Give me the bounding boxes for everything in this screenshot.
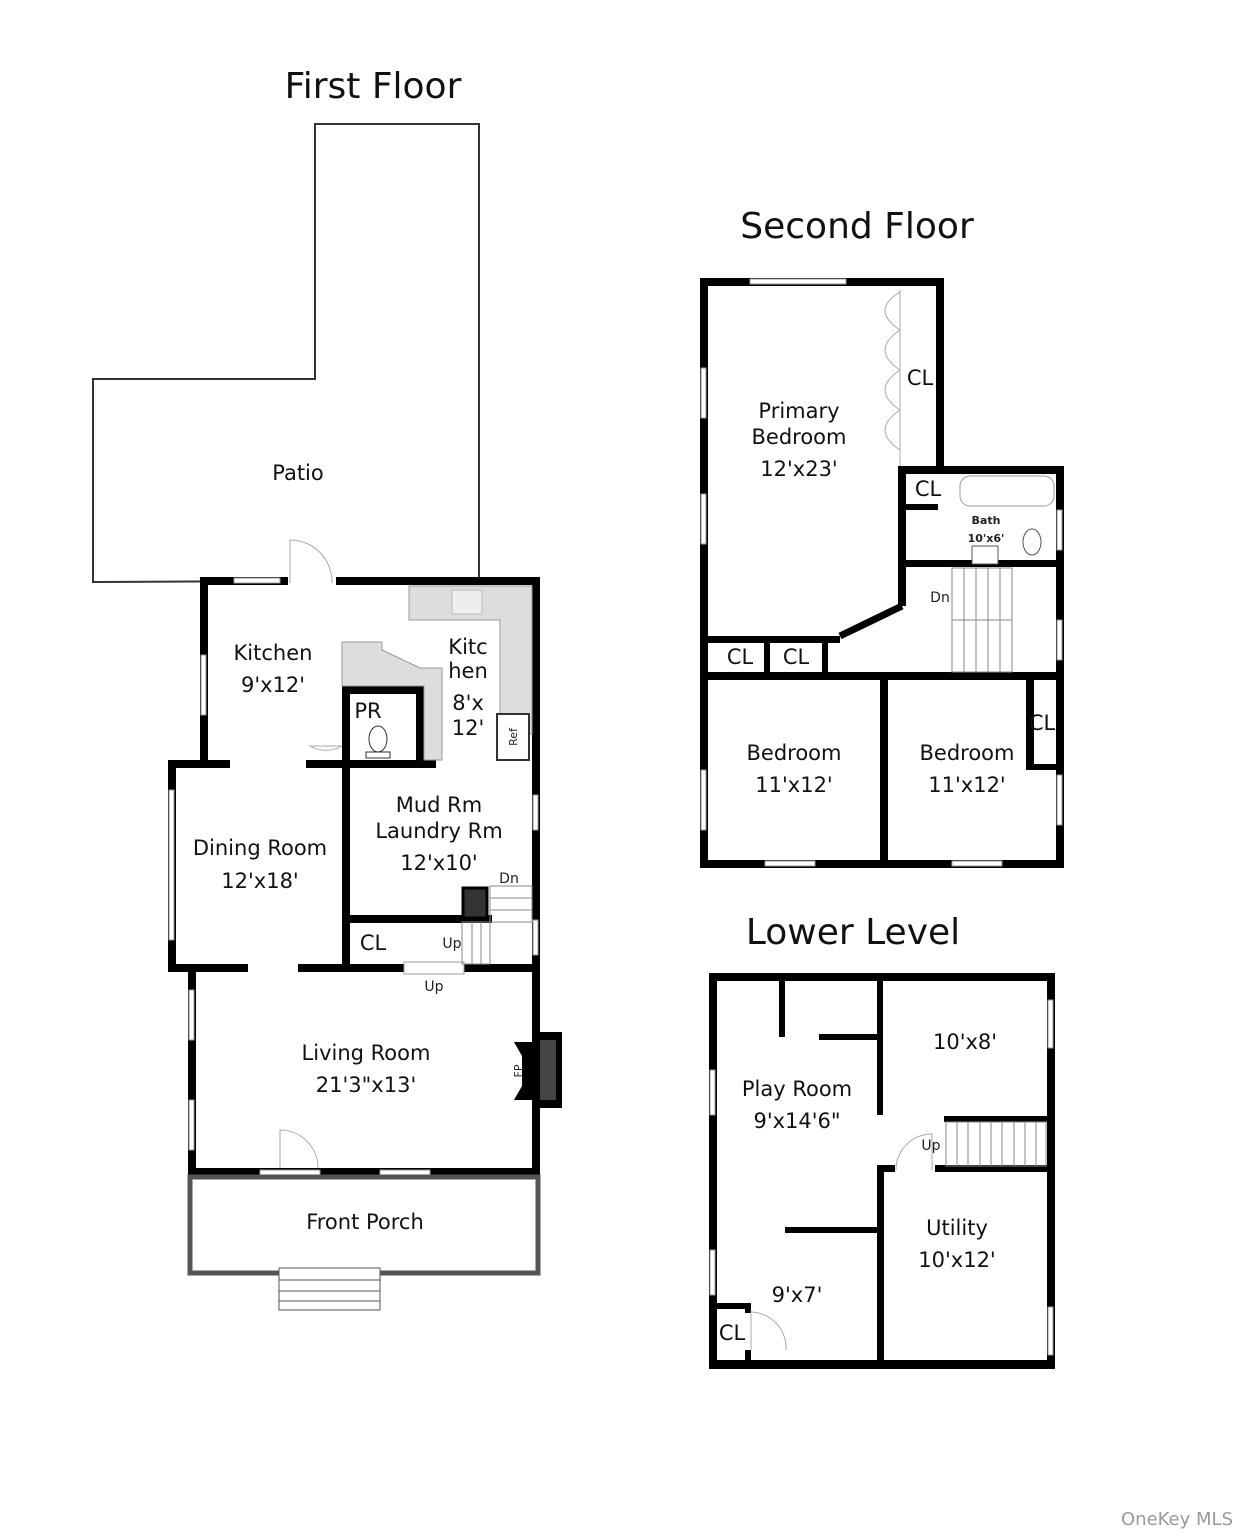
bedroom-1-label: Bedroom bbox=[747, 741, 842, 765]
primary-closet-label: CL bbox=[907, 366, 934, 390]
stairs-down-label: Dn bbox=[930, 590, 950, 606]
patio-door-icon bbox=[289, 539, 333, 584]
kitchen-label: Kitchen bbox=[234, 641, 313, 665]
bedroom-2-size: 11'x12' bbox=[928, 773, 1005, 797]
closet-doors bbox=[884, 291, 901, 451]
kitchen2-size-1: 8'x bbox=[452, 691, 484, 715]
dining-room-label: Dining Room bbox=[193, 836, 327, 860]
refrigerator-icon bbox=[496, 713, 530, 761]
patio-outline bbox=[92, 123, 480, 584]
mud-room-label-2: Laundry Rm bbox=[375, 819, 502, 843]
front-porch-label: Front Porch bbox=[306, 1210, 424, 1234]
bath-size: 10'x6' bbox=[968, 532, 1005, 545]
utility-label: Utility bbox=[926, 1216, 988, 1240]
bedroom-1-size: 11'x12' bbox=[755, 773, 832, 797]
chimney-block bbox=[461, 886, 489, 920]
primary-bedroom-size: 12'x23' bbox=[760, 457, 837, 481]
closet-door-icon bbox=[750, 1311, 787, 1351]
kitchen-size: 9'x12' bbox=[241, 673, 305, 697]
kitchen2-label-1: Kitc bbox=[448, 635, 487, 659]
watermark: OneKey MLS bbox=[1121, 1509, 1233, 1530]
front-door-icon bbox=[279, 1129, 319, 1169]
room-10x8-size: 10'x8' bbox=[933, 1030, 997, 1054]
room-9x7-size: 9'x7' bbox=[772, 1283, 823, 1307]
patio-label: Patio bbox=[272, 461, 324, 485]
utility-door-icon bbox=[895, 1133, 933, 1171]
dining-room-size: 12'x18' bbox=[221, 869, 298, 893]
primary-bedroom-label-1: Primary bbox=[758, 399, 839, 423]
bath-label: Bath bbox=[972, 514, 1001, 527]
powder-room-label: PR bbox=[354, 699, 381, 723]
toilet-icon bbox=[1022, 528, 1042, 556]
closet-label: CL bbox=[719, 1321, 746, 1345]
mud-room-size: 12'x10' bbox=[400, 851, 477, 875]
play-room-label: Play Room bbox=[742, 1077, 852, 1101]
lower-level-stairs bbox=[945, 1121, 1047, 1167]
first-floor-walls bbox=[168, 577, 540, 1177]
step-up-label: Up bbox=[424, 979, 443, 995]
sink-icon bbox=[971, 545, 999, 565]
utility-size: 10'x12' bbox=[918, 1248, 995, 1272]
second-floor-stairs bbox=[951, 567, 1013, 673]
porch-steps bbox=[278, 1267, 381, 1311]
living-room-size: 21'3"x13' bbox=[316, 1073, 416, 1097]
stairs-up-label: Up bbox=[442, 936, 461, 952]
primary-bedroom-label-2: Bedroom bbox=[752, 425, 847, 449]
fireplace-icon bbox=[514, 1032, 562, 1108]
closet-label: CL bbox=[360, 931, 387, 955]
basement-stairs bbox=[461, 885, 533, 965]
bedroom-2-closet-label: CL bbox=[1029, 711, 1056, 735]
hall-closet-a-label: CL bbox=[727, 645, 754, 669]
second-floor-walls bbox=[700, 278, 1064, 868]
kitchen-counters: Ref bbox=[341, 585, 533, 761]
lower-level-walls bbox=[709, 973, 1055, 1369]
mud-room-label-1: Mud Rm bbox=[396, 793, 482, 817]
stove-icon bbox=[451, 589, 483, 615]
living-room-label: Living Room bbox=[302, 1041, 431, 1065]
fireplace-label: FP bbox=[512, 1064, 525, 1077]
second-floor: Second Floor bbox=[700, 206, 1064, 868]
first-floor: First Floor Patio bbox=[92, 66, 562, 1311]
pr-door-icon bbox=[308, 745, 343, 751]
stairs-up-label: Up bbox=[921, 1138, 940, 1154]
bedroom-2-label: Bedroom bbox=[920, 741, 1015, 765]
lower-level-title: Lower Level bbox=[746, 912, 960, 953]
stairs-down-label: Dn bbox=[499, 871, 519, 887]
lower-level: Lower Level bbox=[709, 912, 1055, 1369]
ref-label: Ref bbox=[507, 727, 520, 746]
play-room-size: 9'x14'6" bbox=[753, 1109, 840, 1133]
kitchen2-label-2: hen bbox=[448, 659, 488, 683]
kitchen2-size-2: 12' bbox=[452, 716, 485, 740]
toilet-icon bbox=[368, 725, 388, 753]
bathtub-icon bbox=[959, 475, 1055, 507]
hall-closet-b-label: CL bbox=[783, 645, 810, 669]
front-porch-outline bbox=[187, 1174, 541, 1276]
second-floor-title: Second Floor bbox=[740, 206, 974, 247]
bath-closet-label: CL bbox=[915, 477, 942, 501]
first-floor-title: First Floor bbox=[285, 66, 462, 107]
